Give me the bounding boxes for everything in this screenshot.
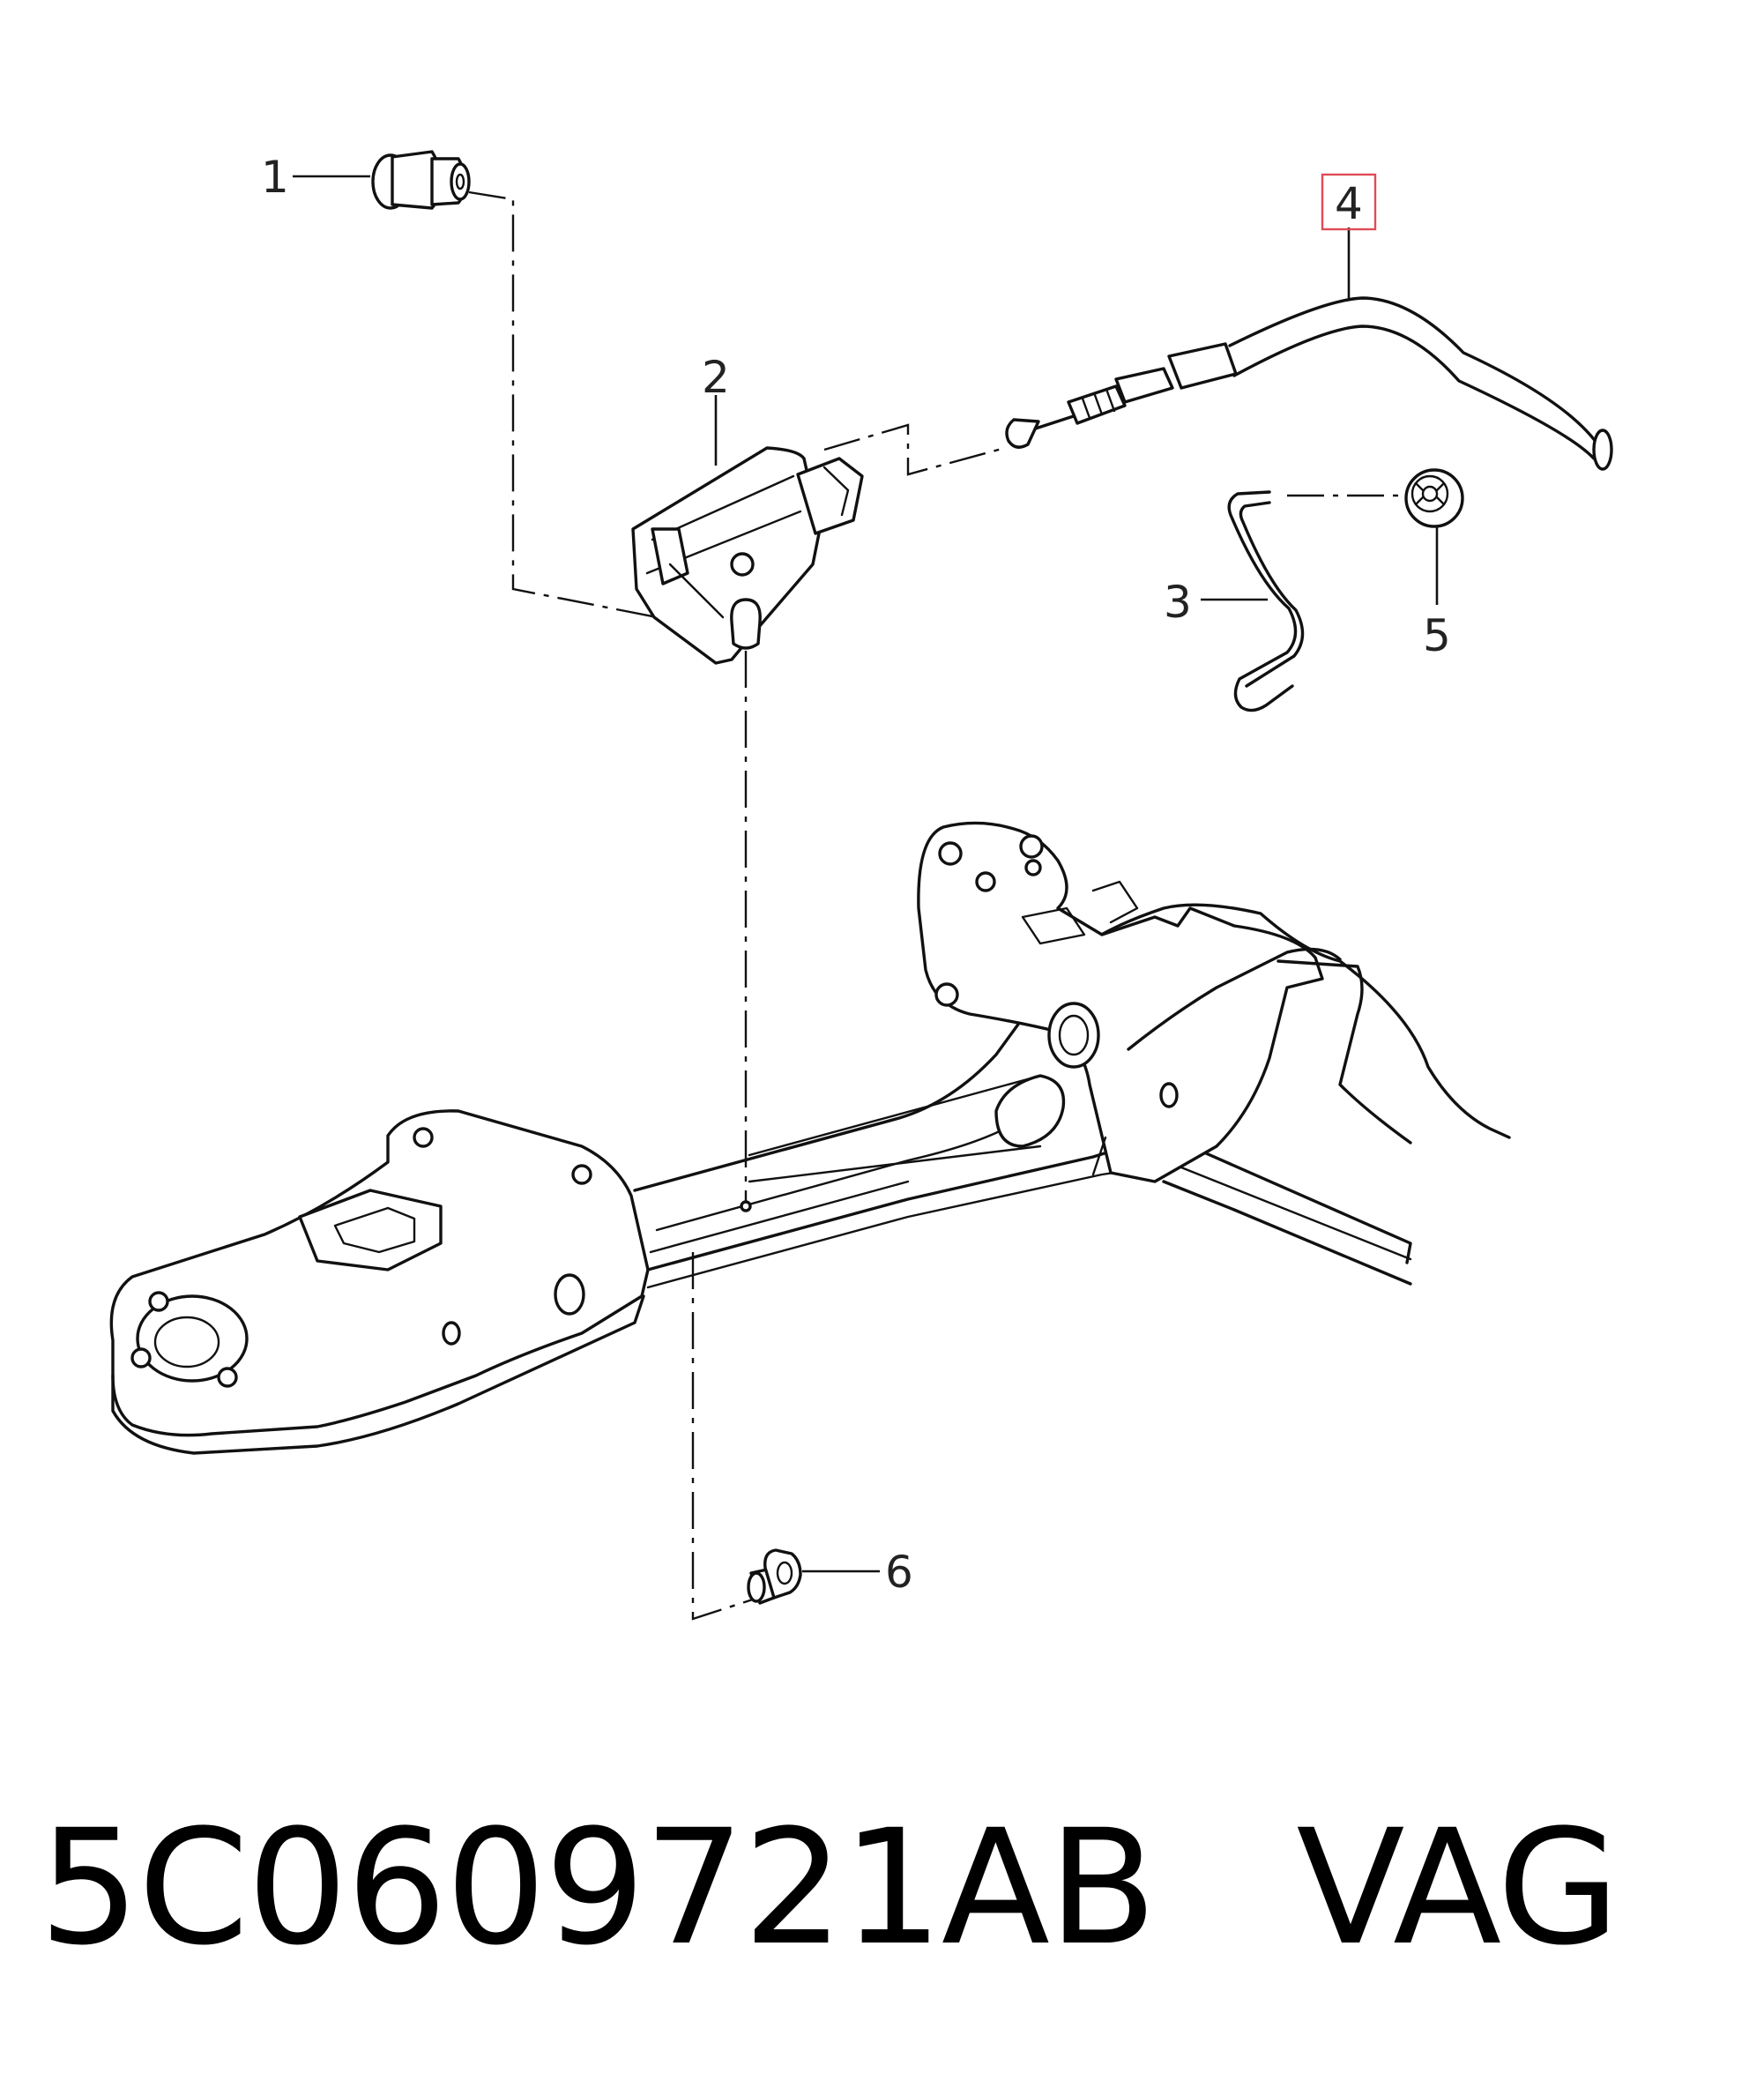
callout-5: 5 [1423,610,1451,661]
rear-axle-frame [109,821,1511,1455]
callout-2: 2 [702,352,730,403]
part-4-cable [1005,296,1613,471]
callout-3: 3 [1164,577,1192,628]
part-number: 5C0609721AB [39,1796,1157,1980]
part-3-spring-clip [1227,490,1305,712]
callout-4-highlight-box [1321,173,1377,231]
callout-1: 1 [261,152,289,203]
callout-4: 4 [1335,178,1363,229]
part-6-bolt [747,1548,802,1605]
brand-name: VAG [1296,1796,1619,1980]
callout-6: 6 [885,1547,913,1598]
part-1-bolt [371,150,471,210]
part-5-nut [1404,468,1464,528]
part-footer: 5C0609721AB VAG [39,1796,1620,1980]
part-2-bracket [631,446,864,665]
